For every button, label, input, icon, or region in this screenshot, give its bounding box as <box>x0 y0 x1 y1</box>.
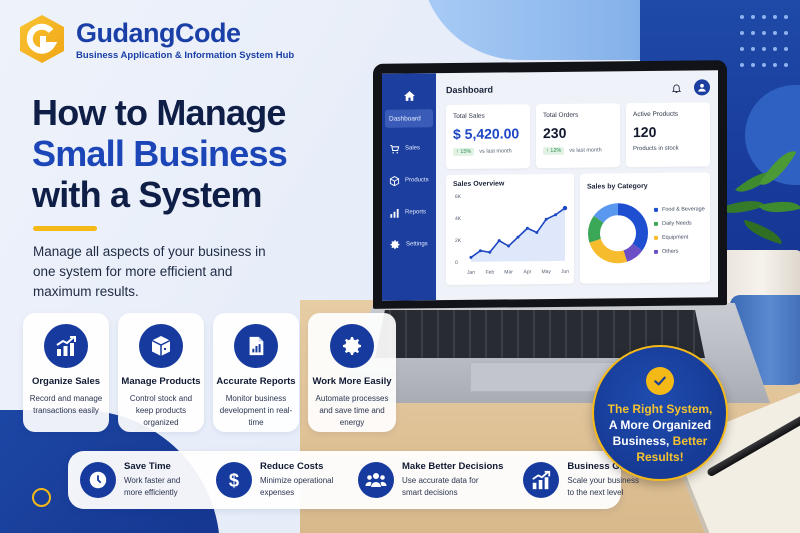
svg-text:$: $ <box>229 469 239 490</box>
svg-text:Jun: Jun <box>561 269 569 275</box>
bell-icon[interactable] <box>671 82 682 93</box>
feature-card-manage-products: Manage Products Control stock and keep p… <box>118 313 204 432</box>
change-badge: ↑ 15% <box>453 147 475 157</box>
users-icon <box>365 473 387 487</box>
bar-chart-icon <box>390 208 399 218</box>
avatar[interactable] <box>694 79 710 96</box>
dashboard-main: Dashboard Total Sales $ 5,420.00 ↑ 15%vs… <box>436 70 718 300</box>
svg-text:Jan: Jan <box>467 270 475 276</box>
sidebar-item-label: Dashboard <box>389 114 421 123</box>
feature-card-organize-sales: Organize Sales Record and manage transac… <box>23 313 109 432</box>
svg-text:May: May <box>541 269 551 275</box>
user-icon <box>698 83 706 92</box>
sidebar-item-label: Products <box>405 177 429 184</box>
dollar-icon: $ <box>229 469 239 490</box>
sidebar-item-sales[interactable]: Sales <box>385 139 433 158</box>
promo-badge: The Right System, A More Organized Busin… <box>592 345 728 481</box>
stat-card-active-products: Active Products 120 Products in stock <box>626 102 710 168</box>
svg-text:Mar: Mar <box>504 269 513 275</box>
gear-icon <box>343 337 361 355</box>
home-icon <box>403 91 415 101</box>
svg-text:Feb: Feb <box>485 270 494 276</box>
legend-item: Daily Needs <box>654 220 705 227</box>
svg-text:6K: 6K <box>455 194 462 200</box>
sidebar-item-home[interactable] <box>382 89 436 103</box>
page-title: How to Manage Small Business with a Syst… <box>32 92 288 215</box>
change-badge: ↑ 12% <box>543 146 565 156</box>
feature-cards: Organize Sales Record and manage transac… <box>23 313 396 432</box>
chart-growth-icon <box>56 336 76 356</box>
legend-item: Food & Beverage <box>654 206 705 213</box>
svg-text:2K: 2K <box>455 238 462 244</box>
sidebar-item-products[interactable]: Products <box>385 171 433 190</box>
sidebar-item-label: Reports <box>405 209 427 216</box>
decorative-dots <box>740 15 795 67</box>
sidebar-item-dashboard[interactable]: Dashboard <box>385 109 433 128</box>
sidebar-item-reports[interactable]: Reports <box>385 203 433 222</box>
dashboard-title: Dashboard <box>446 84 494 96</box>
dashboard-topbar: Dashboard <box>446 78 710 99</box>
dashboard-app: Dashboard Sales Products Reports Setting… <box>382 70 718 301</box>
decorative-ring <box>32 488 51 507</box>
gear-icon <box>390 240 400 250</box>
donut-chart <box>588 203 648 264</box>
legend-item: Equipment <box>654 234 705 241</box>
clock-icon <box>89 471 107 489</box>
stat-card-total-sales: Total Sales $ 5,420.00 ↑ 15%vs last mont… <box>446 104 530 170</box>
title-underline <box>33 226 97 231</box>
stat-card-total-orders: Total Orders 230 ↑ 12%vs last month <box>536 103 620 169</box>
box-icon <box>389 175 400 186</box>
feature-card-accurate-reports: Accurate Reports Monitor business develo… <box>213 313 299 432</box>
sidebar-item-settings[interactable]: Settings <box>385 235 433 254</box>
svg-text:0: 0 <box>455 260 458 266</box>
dashboard-sidebar: Dashboard Sales Products Reports Setting… <box>382 73 436 301</box>
hero-subtitle: Manage all aspects of your business in o… <box>33 244 266 299</box>
svg-text:4K: 4K <box>455 216 462 222</box>
sidebar-item-label: Settings <box>406 241 428 248</box>
feature-card-work-more-easily: Work More Easily Automate processes and … <box>308 313 396 432</box>
svg-text:Apr: Apr <box>524 269 532 275</box>
chart-growth-icon <box>532 470 551 490</box>
box-icon <box>151 336 171 356</box>
badge-text: The Right System, A More Organized Busin… <box>607 402 713 464</box>
brand-tagline: Business Application & Information Syste… <box>76 49 295 61</box>
brand-name: GudangCode <box>76 17 241 48</box>
laptop-screen: Dashboard Sales Products Reports Setting… <box>373 60 727 309</box>
logo-mark-icon <box>18 14 66 64</box>
sidebar-item-label: Sales <box>405 145 421 152</box>
report-icon <box>249 336 264 356</box>
legend-item: Others <box>654 248 705 255</box>
cart-icon <box>390 144 400 154</box>
brand-logo[interactable]: GudangCode Business Application & Inform… <box>18 14 294 64</box>
check-icon <box>646 367 674 395</box>
stats-row: Total Sales $ 5,420.00 ↑ 15%vs last mont… <box>446 102 710 170</box>
laptop-trackpad <box>470 362 620 392</box>
line-chart: 0 2K 4K 6K Jan Feb Mar Apr May Jun <box>455 194 569 276</box>
